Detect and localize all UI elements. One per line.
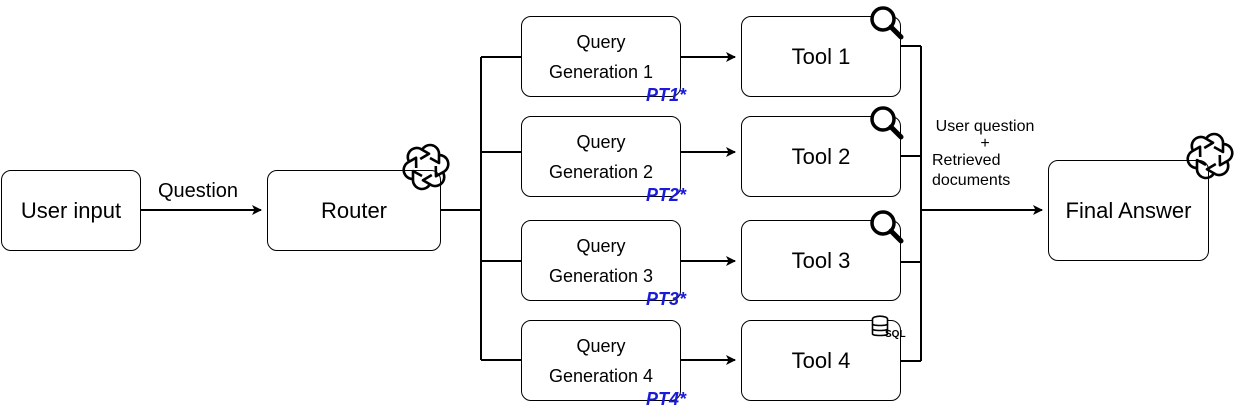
query-generation-node-3: Query Generation 3 [521, 220, 681, 301]
magnifier-icon [870, 106, 904, 140]
tool-node-3: Tool 3 [741, 220, 901, 301]
prompt-tag-1: PT1* [646, 85, 687, 105]
qg-label-line1: Query [576, 131, 626, 152]
query-generation-node-4: Query Generation 4 [521, 320, 681, 401]
qg-label-line1: Query [576, 235, 626, 256]
tool-node-2: Tool 2 [741, 116, 901, 197]
qg-label-line2: Generation 2 [548, 161, 654, 182]
qg-label-line1: Query [576, 335, 626, 356]
aggregate-label-line3: Retrieved [932, 152, 1001, 169]
openai-logo-icon [1186, 132, 1234, 180]
magnifier-icon [870, 210, 904, 244]
prompt-tag-3: PT3* [646, 289, 687, 309]
openai-logo-icon [402, 143, 450, 191]
sql-icon-text: SQL [885, 329, 906, 340]
prompt-tag-4: PT4* [646, 389, 687, 409]
user-input-label: User input [20, 197, 122, 223]
question-edge-label: Question [158, 180, 239, 202]
tool-label: Tool 2 [791, 143, 851, 169]
final-answer-node: Final Answer [1048, 160, 1209, 261]
database-cylinder-icon [871, 315, 889, 337]
query-generation-node-2: Query Generation 2 [521, 116, 681, 197]
final-answer-label: Final Answer [1065, 197, 1192, 223]
router-node: Router [267, 170, 441, 251]
qg-label-line1: Query [576, 31, 626, 52]
sql-database-icon: SQL [868, 314, 912, 344]
tool-node-1: Tool 1 [741, 16, 901, 97]
qg-label-line2: Generation 3 [548, 265, 654, 286]
router-label: Router [320, 197, 388, 223]
qg-label-line2: Generation 1 [548, 61, 654, 82]
user-input-node: User input [1, 170, 141, 251]
magnifier-icon [870, 6, 904, 40]
aggregate-label-line4: documents [932, 172, 1011, 189]
tool-label: Tool 4 [791, 347, 851, 373]
tool-label: Tool 3 [791, 247, 851, 273]
aggregate-label-line2: + [980, 135, 990, 152]
qg-label-line2: Generation 4 [548, 365, 654, 386]
prompt-tag-2: PT2* [646, 185, 687, 205]
aggregate-edge-label: User question + Retrieved documents [926, 117, 1044, 191]
tool-label: Tool 1 [791, 43, 851, 69]
aggregate-label-line1: User question [935, 118, 1035, 135]
query-generation-node-1: Query Generation 1 [521, 16, 681, 97]
